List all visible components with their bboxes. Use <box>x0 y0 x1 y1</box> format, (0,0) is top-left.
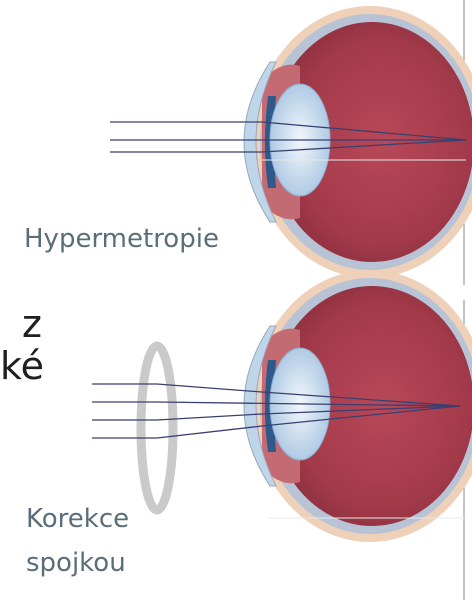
correction-label-line-2: spojkou <box>26 548 126 578</box>
hypermetropie-label: Hypermetropie <box>24 224 219 254</box>
convex-lens-icon <box>141 346 173 510</box>
correction-label-line-1: Korekce <box>26 504 129 534</box>
clipped-text-line-1: z <box>22 302 42 346</box>
eye-bottom <box>92 270 472 542</box>
clipped-text-line-2: ké <box>0 344 44 388</box>
